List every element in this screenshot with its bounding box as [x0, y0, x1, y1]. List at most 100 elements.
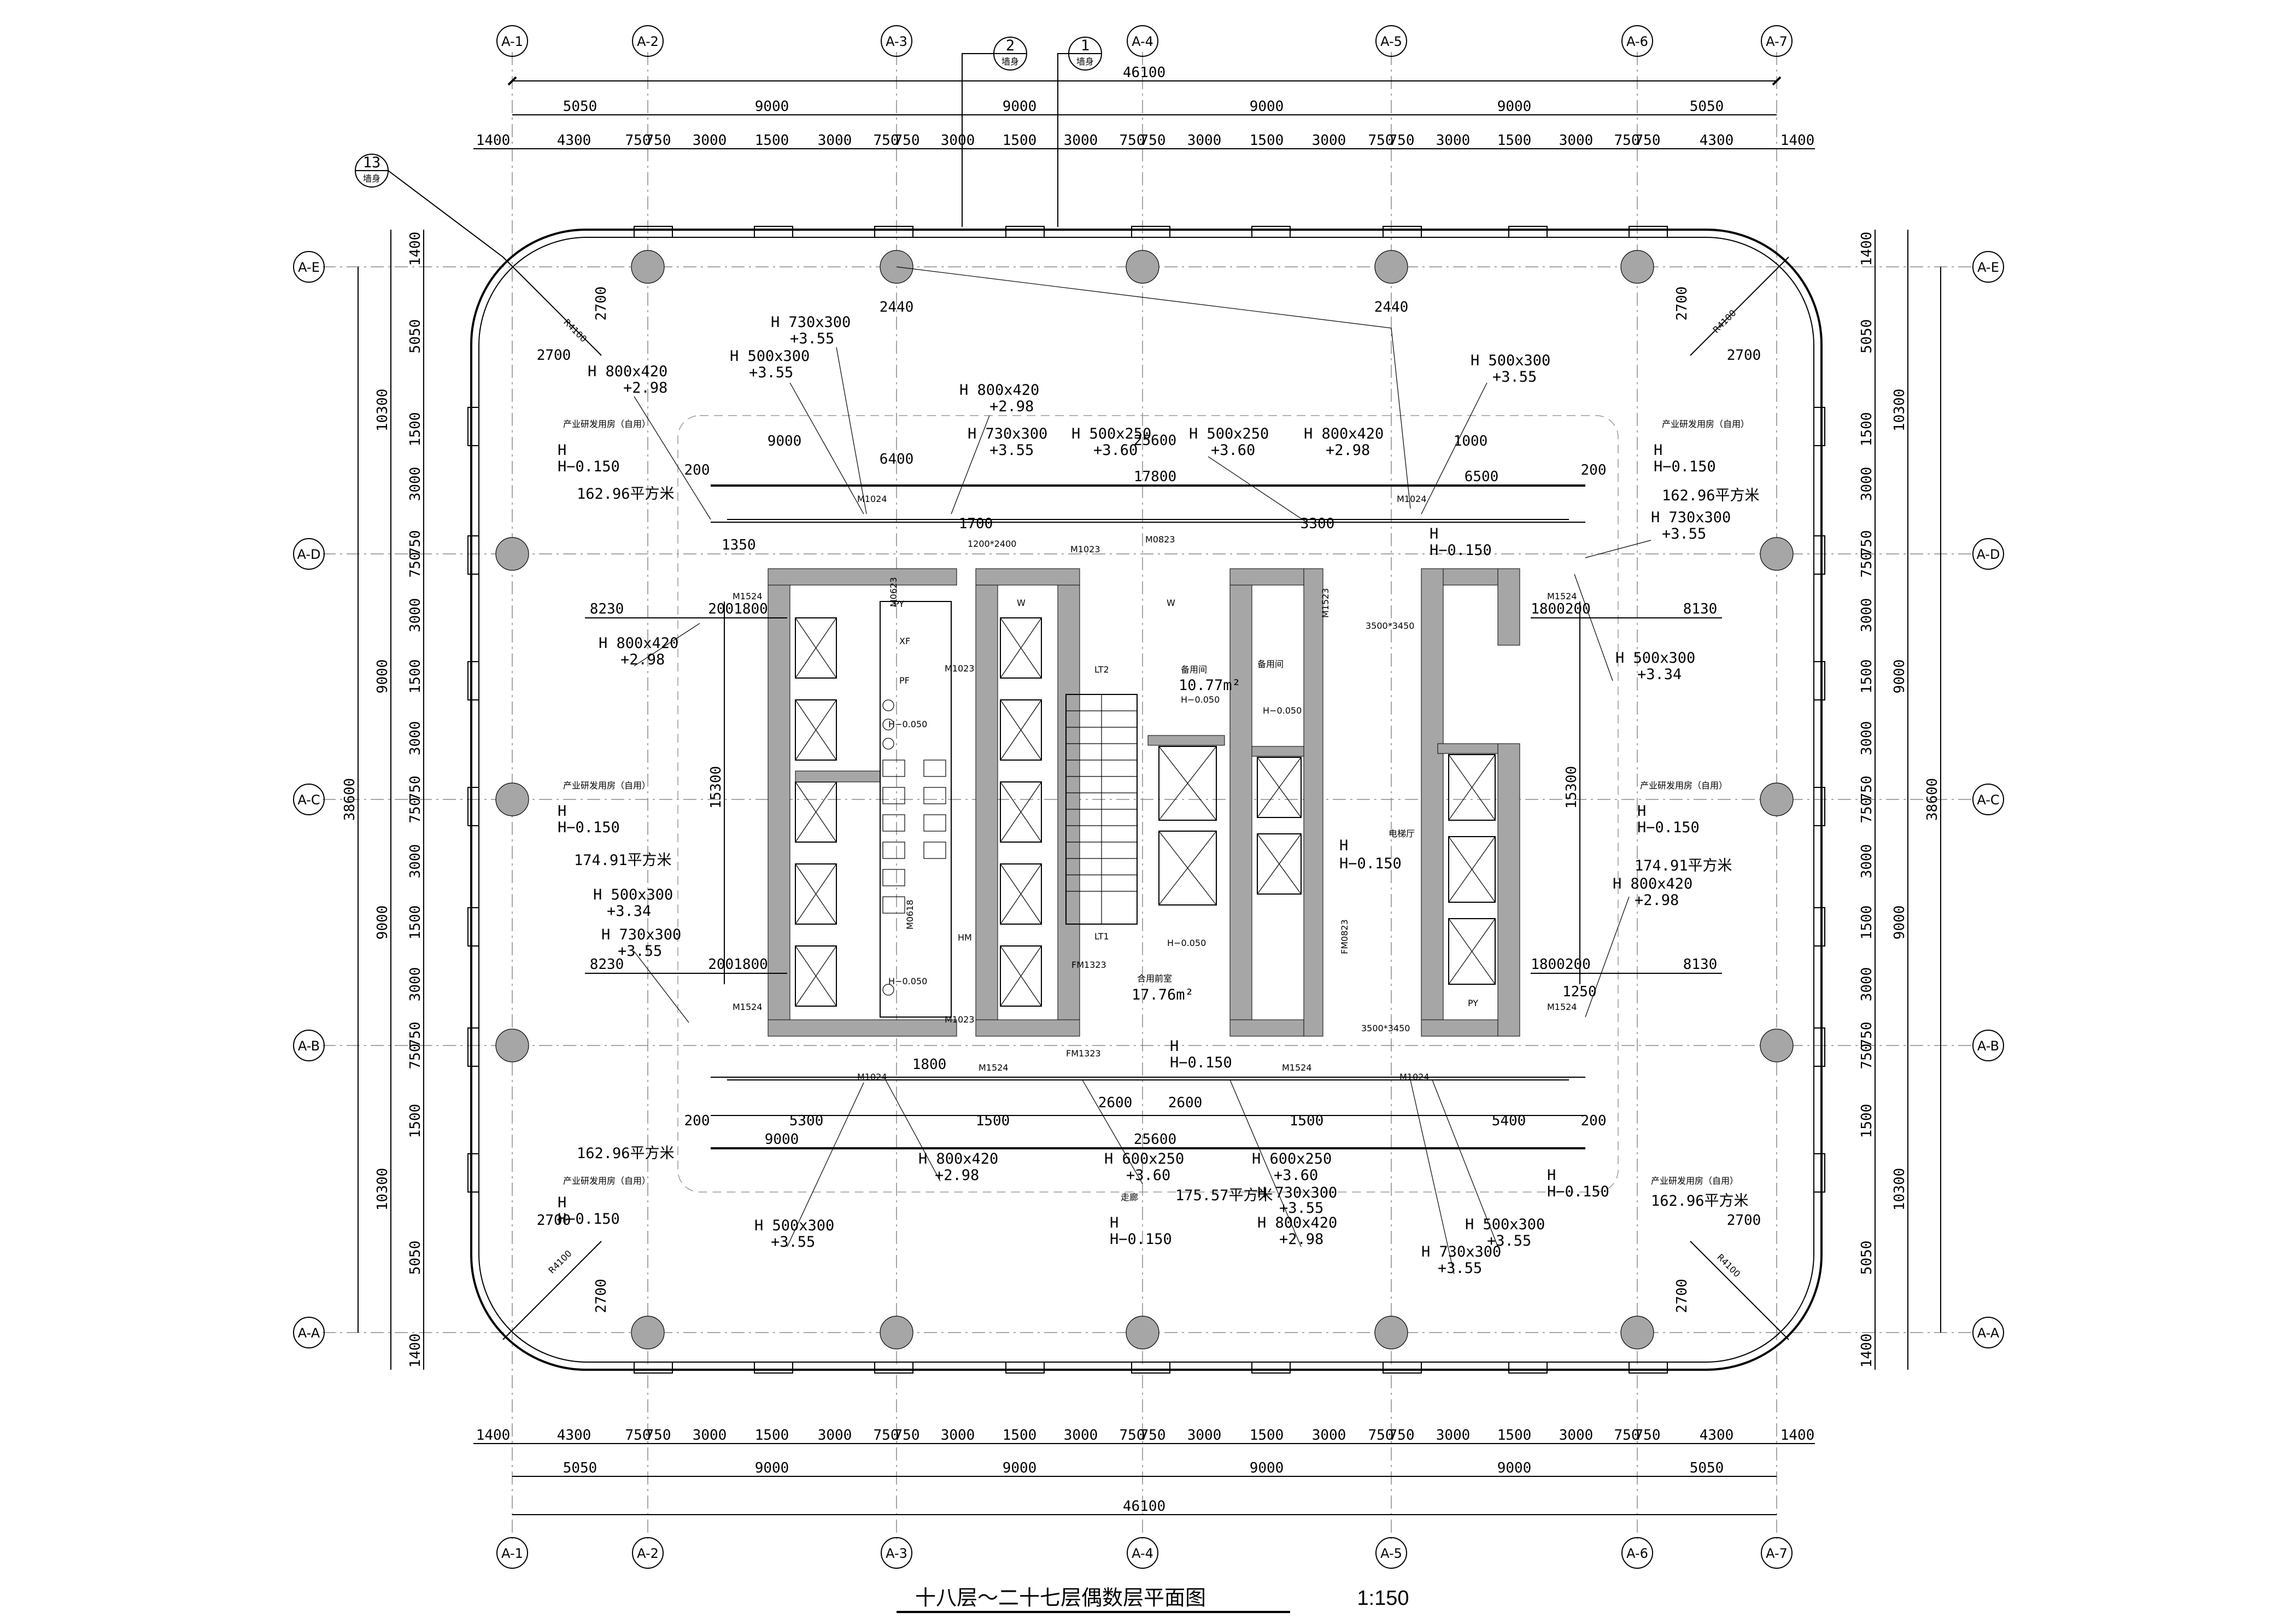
- duct-elev: +2.98: [1326, 442, 1370, 459]
- dim: 9000: [374, 906, 391, 940]
- dim: 750: [874, 1427, 899, 1444]
- door-tag: M1023: [945, 1014, 975, 1025]
- duct-size: H 730x300: [1257, 1184, 1337, 1201]
- dim: 1500: [1003, 132, 1037, 149]
- dim: 1800200: [1531, 956, 1591, 973]
- dim: 750: [894, 1427, 920, 1444]
- door-tag: M1523: [1320, 588, 1331, 618]
- dim: 1800: [912, 1056, 947, 1073]
- duct-elev: +2.98: [935, 1167, 979, 1184]
- facade-windows: [467, 226, 1825, 1374]
- duct-size: H 500x300: [730, 348, 810, 365]
- dim: 2700: [537, 347, 571, 364]
- dim: 3000: [1859, 467, 1875, 501]
- dim: 25600: [1134, 1131, 1176, 1148]
- room-area: 162.96平方米: [577, 486, 675, 503]
- dim: 3000: [1559, 132, 1594, 149]
- room-area: 10.77m²: [1179, 677, 1241, 694]
- duct-size: H 500x300: [593, 886, 673, 903]
- dim: 15300: [708, 766, 724, 809]
- duct-elev: +3.60: [1093, 442, 1138, 459]
- dim: 25600: [1134, 433, 1176, 449]
- room-code: W: [1017, 598, 1026, 608]
- dim: 10300: [374, 1168, 391, 1211]
- elev-label: H: [1654, 442, 1662, 459]
- dim: 3000: [693, 1427, 727, 1444]
- dim: 750: [407, 552, 424, 578]
- axis-label: A-3: [886, 1546, 907, 1561]
- dim: 9000: [1497, 1460, 1532, 1476]
- door-tag: M1524: [1547, 591, 1577, 601]
- axis-label: A-5: [1380, 1546, 1402, 1561]
- dim: 3000: [407, 844, 424, 879]
- axis-label: A-4: [1132, 1546, 1153, 1561]
- elev-label: H: [558, 442, 566, 459]
- room-name: 产业研发用房（自用）: [563, 419, 651, 429]
- dim: 3000: [693, 132, 727, 149]
- elev-label: H−0.150: [1547, 1183, 1609, 1200]
- dim: 750: [1368, 1427, 1394, 1444]
- dim: 1500: [1497, 132, 1532, 149]
- door-tag: M1524: [1282, 1062, 1312, 1073]
- dim: 5050: [1690, 98, 1724, 115]
- dim: 3000: [1859, 598, 1875, 633]
- duct-elev: +3.55: [1492, 369, 1537, 385]
- dim: 750: [1635, 132, 1661, 149]
- dim: 1700: [959, 516, 993, 532]
- dim: 200: [684, 462, 710, 478]
- dim: 2440: [880, 299, 914, 316]
- dim: 1500: [1290, 1113, 1324, 1129]
- dim: 3000: [407, 967, 424, 1002]
- dim: 750: [1859, 1022, 1875, 1048]
- duct-elev: +3.55: [1279, 1200, 1323, 1217]
- dim: 750: [1120, 132, 1145, 149]
- drawing-title: 十八层～二十七层偶数层平面图 1:150: [897, 1586, 1409, 1613]
- axis-label: A-2: [637, 34, 659, 49]
- duct-size: H 800x420: [588, 363, 667, 380]
- dim: 4300: [557, 132, 591, 149]
- dim: 3300: [1301, 516, 1335, 532]
- dim: 1500: [1859, 906, 1875, 940]
- elev-label: H−0.050: [888, 719, 927, 729]
- duct-size: H 730x300: [1421, 1243, 1501, 1260]
- scale-text: 1:150: [1357, 1587, 1409, 1610]
- dim-total: 46100: [1123, 65, 1165, 81]
- dim: 750: [894, 132, 920, 149]
- corridor-dims: 25600 17800 6400 6500 9000 1000 200 200 …: [537, 287, 1761, 1313]
- dim: 3000: [818, 1427, 852, 1444]
- dim: 9000: [755, 98, 789, 115]
- room-label: 备用间: [1257, 659, 1284, 669]
- dim: 750: [1389, 132, 1415, 149]
- room-name: 产业研发用房（自用）: [1640, 780, 1727, 791]
- door-tag: M0618: [905, 899, 915, 930]
- dim: 750: [407, 798, 424, 823]
- duct-elev: +3.60: [1211, 442, 1255, 459]
- dim: 1400: [407, 232, 424, 266]
- axis-label: A-7: [1766, 34, 1788, 49]
- dim: 1500: [407, 659, 424, 694]
- dim: 750: [1614, 132, 1640, 149]
- dim: 5050: [1859, 1241, 1875, 1275]
- axis-bubbles-bottom: A-1 A-2 A-3 A-4 A-5 A-6 A-7: [496, 1537, 1793, 1569]
- room-area: 17.76m²: [1132, 986, 1194, 1003]
- dim: 9000: [768, 433, 802, 449]
- radius-label: R4100: [546, 1248, 573, 1276]
- dim: 200: [684, 1113, 710, 1129]
- dim: 2700: [1674, 287, 1690, 321]
- dim: 10300: [1891, 1168, 1908, 1211]
- dim: 2700: [1674, 1279, 1690, 1313]
- dim: 1800200: [1531, 601, 1591, 617]
- dim: 5050: [1690, 1460, 1724, 1476]
- room-label: 备用间: [1181, 664, 1207, 675]
- dim: 4300: [557, 1427, 591, 1444]
- dim: 9000: [1250, 98, 1284, 115]
- dim: 1500: [755, 1427, 789, 1444]
- duct-size: H 730x300: [968, 425, 1047, 442]
- duct-elev: +3.55: [1438, 1260, 1482, 1277]
- room-labels: 产业研发用房（自用） H H−0.150 162.96平方米 产业研发用房（自用…: [558, 419, 1760, 1248]
- elev-label: H−0.150: [1110, 1231, 1172, 1248]
- duct-size: H 500x300: [1615, 650, 1695, 667]
- duct-elev: +3.34: [1637, 666, 1682, 683]
- stair-treads: [1066, 710, 1137, 892]
- duct-elev: +3.55: [1662, 525, 1706, 542]
